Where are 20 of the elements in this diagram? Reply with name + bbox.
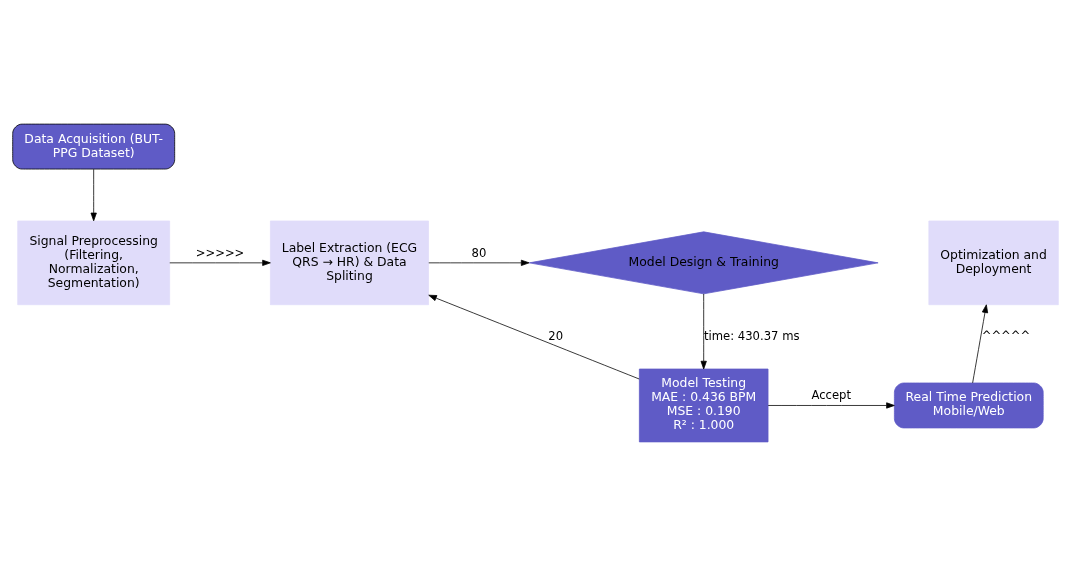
node-box: Real Time Prediction Mobile/Web	[894, 382, 1044, 429]
node-box: Label Extraction (ECG QRS → HR) & Data Spliting	[270, 220, 429, 306]
arrow	[428, 259, 530, 266]
node-diamond: Model Design & Training	[528, 231, 879, 295]
node-box: Model Testing MAE : 0.436 BPM MSE : 0.190 R² : 1.000	[639, 368, 769, 443]
arrow	[700, 293, 707, 370]
arrow	[972, 304, 989, 384]
node-box: Signal Preprocessing (Filtering, Normalization, Segmentation)	[17, 220, 171, 306]
node-box: Data Acquisition (BUT-PPG Dataset)	[12, 123, 176, 170]
edge-label: Accept	[811, 388, 851, 403]
edge-label: 80	[471, 245, 487, 260]
arrow	[767, 402, 895, 409]
edge-label: >>>>>	[195, 245, 245, 260]
arrow	[169, 259, 271, 266]
edge-label: 20	[548, 328, 564, 343]
edge-label: time: 430.37 ms	[704, 328, 800, 343]
node-box: Optimization and Deployment	[928, 220, 1059, 306]
arrow	[428, 294, 640, 380]
edge-label: ^^^^^	[981, 328, 1031, 343]
arrow	[90, 168, 97, 222]
